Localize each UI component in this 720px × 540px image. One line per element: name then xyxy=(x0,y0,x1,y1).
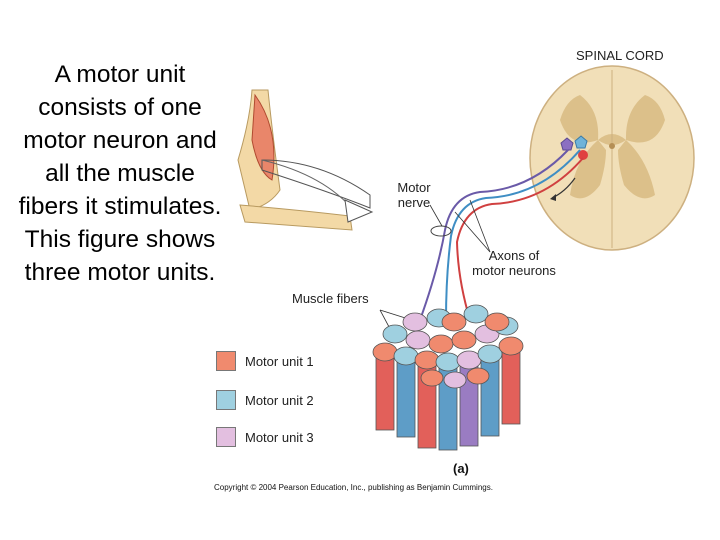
caption-text: A motor unit consists of one motor neuro… xyxy=(18,61,222,286)
legend-item-unit2: Motor unit 2 xyxy=(216,389,314,411)
arm-illustration xyxy=(237,89,374,231)
legend-label: Motor unit 2 xyxy=(245,392,314,408)
legend-label: Motor unit 1 xyxy=(245,353,314,369)
legend-swatch-unit1 xyxy=(216,351,236,371)
muscle-fiber-bundle xyxy=(372,304,524,451)
panel-label: (a) xyxy=(453,461,469,476)
legend-item-unit1: Motor unit 1 xyxy=(216,350,314,372)
spinal-cord-cross-section xyxy=(529,65,695,251)
motor-nerve-label: Motor nerve xyxy=(397,180,431,210)
legend-swatch-unit3 xyxy=(216,427,236,447)
legend-label: Motor unit 3 xyxy=(245,429,314,445)
legend-swatch-unit2 xyxy=(216,390,236,410)
spinal-cord-label: SPINAL CORD xyxy=(576,48,664,63)
copyright-text: Copyright © 2004 Pearson Education, Inc.… xyxy=(214,483,493,492)
muscle-fibers-label: Muscle fibers xyxy=(292,291,369,306)
legend-item-unit3: Motor unit 3 xyxy=(216,426,314,448)
axons-label: Axons of motor neurons xyxy=(472,248,556,278)
